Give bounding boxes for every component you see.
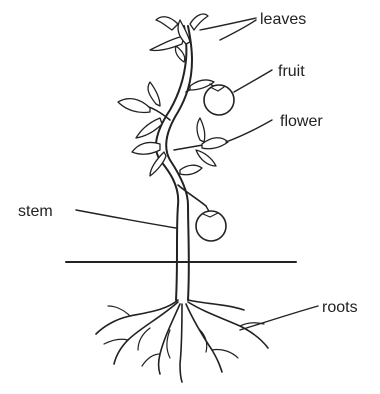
label-leaves: leaves <box>260 11 306 28</box>
fruit-upper <box>204 84 234 115</box>
leader-flower <box>226 120 272 142</box>
leader-roots <box>240 306 318 330</box>
leader-fruit <box>234 70 272 92</box>
plant-stem <box>134 26 210 300</box>
label-roots: roots <box>322 299 358 316</box>
label-fruit: fruit <box>278 63 305 80</box>
label-stem: stem <box>18 203 53 220</box>
leader-leaves-1 <box>200 18 256 30</box>
leaf-cluster-top <box>150 14 208 62</box>
leader-stem <box>76 210 176 228</box>
label-flower: flower <box>280 113 323 130</box>
fruit-lower <box>196 206 226 241</box>
plant-roots <box>96 300 268 382</box>
leader-leaves-2 <box>220 20 256 40</box>
